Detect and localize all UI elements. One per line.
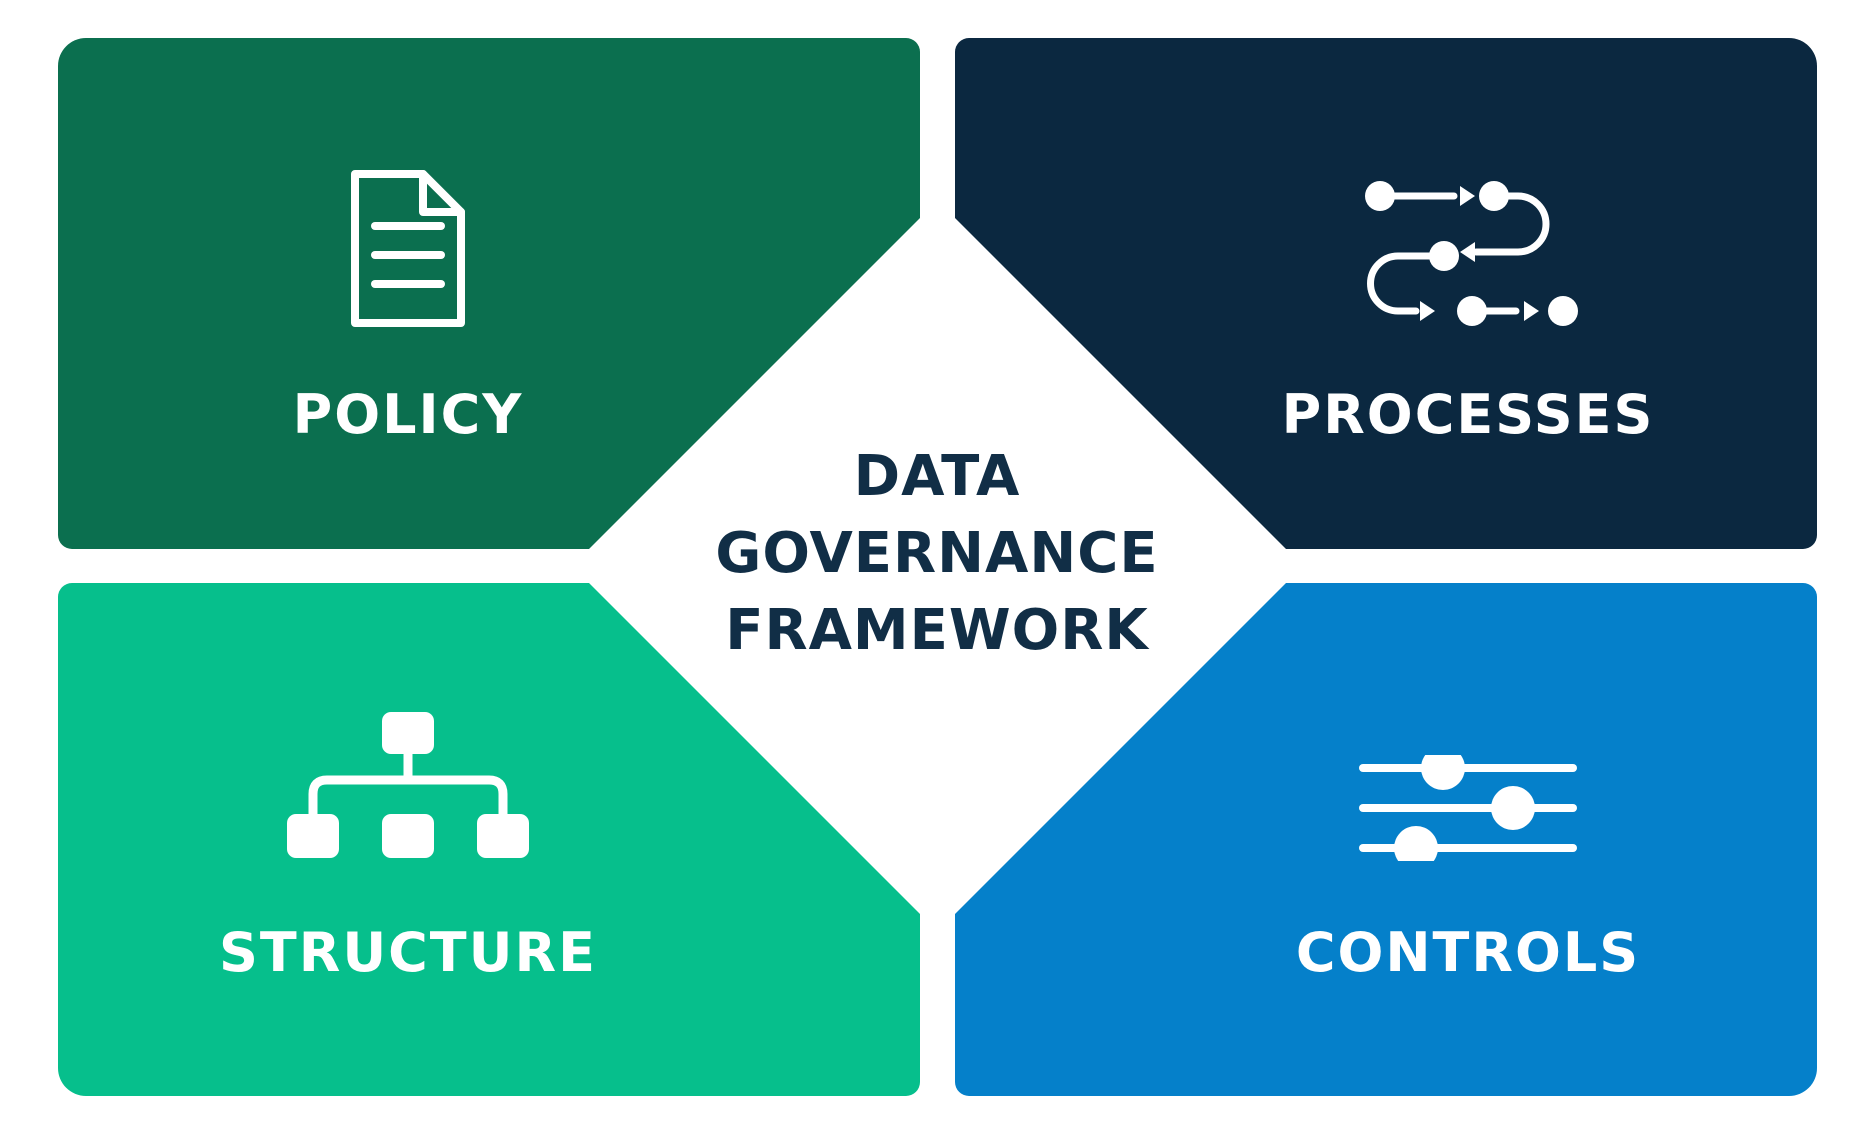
process-flow-icon [1365,181,1578,326]
center-diamond-title: DATA GOVERNANCE FRAMEWORK [637,438,1237,669]
title-line-3: FRAMEWORK [725,598,1149,663]
title-line-1: DATA [853,444,1021,509]
document-icon [351,170,465,327]
quadrant-processes-label: PROCESSES [1281,383,1655,446]
sliders-icon [1359,755,1577,861]
quadrant-policy-label: POLICY [292,383,524,446]
quadrant-structure-label: STRUCTURE [219,921,597,984]
title-line-2: GOVERNANCE [715,521,1159,586]
org-chart-icon [287,712,529,858]
quadrant-controls-label: CONTROLS [1295,921,1641,984]
quadrant-policy: POLICY [58,38,920,549]
